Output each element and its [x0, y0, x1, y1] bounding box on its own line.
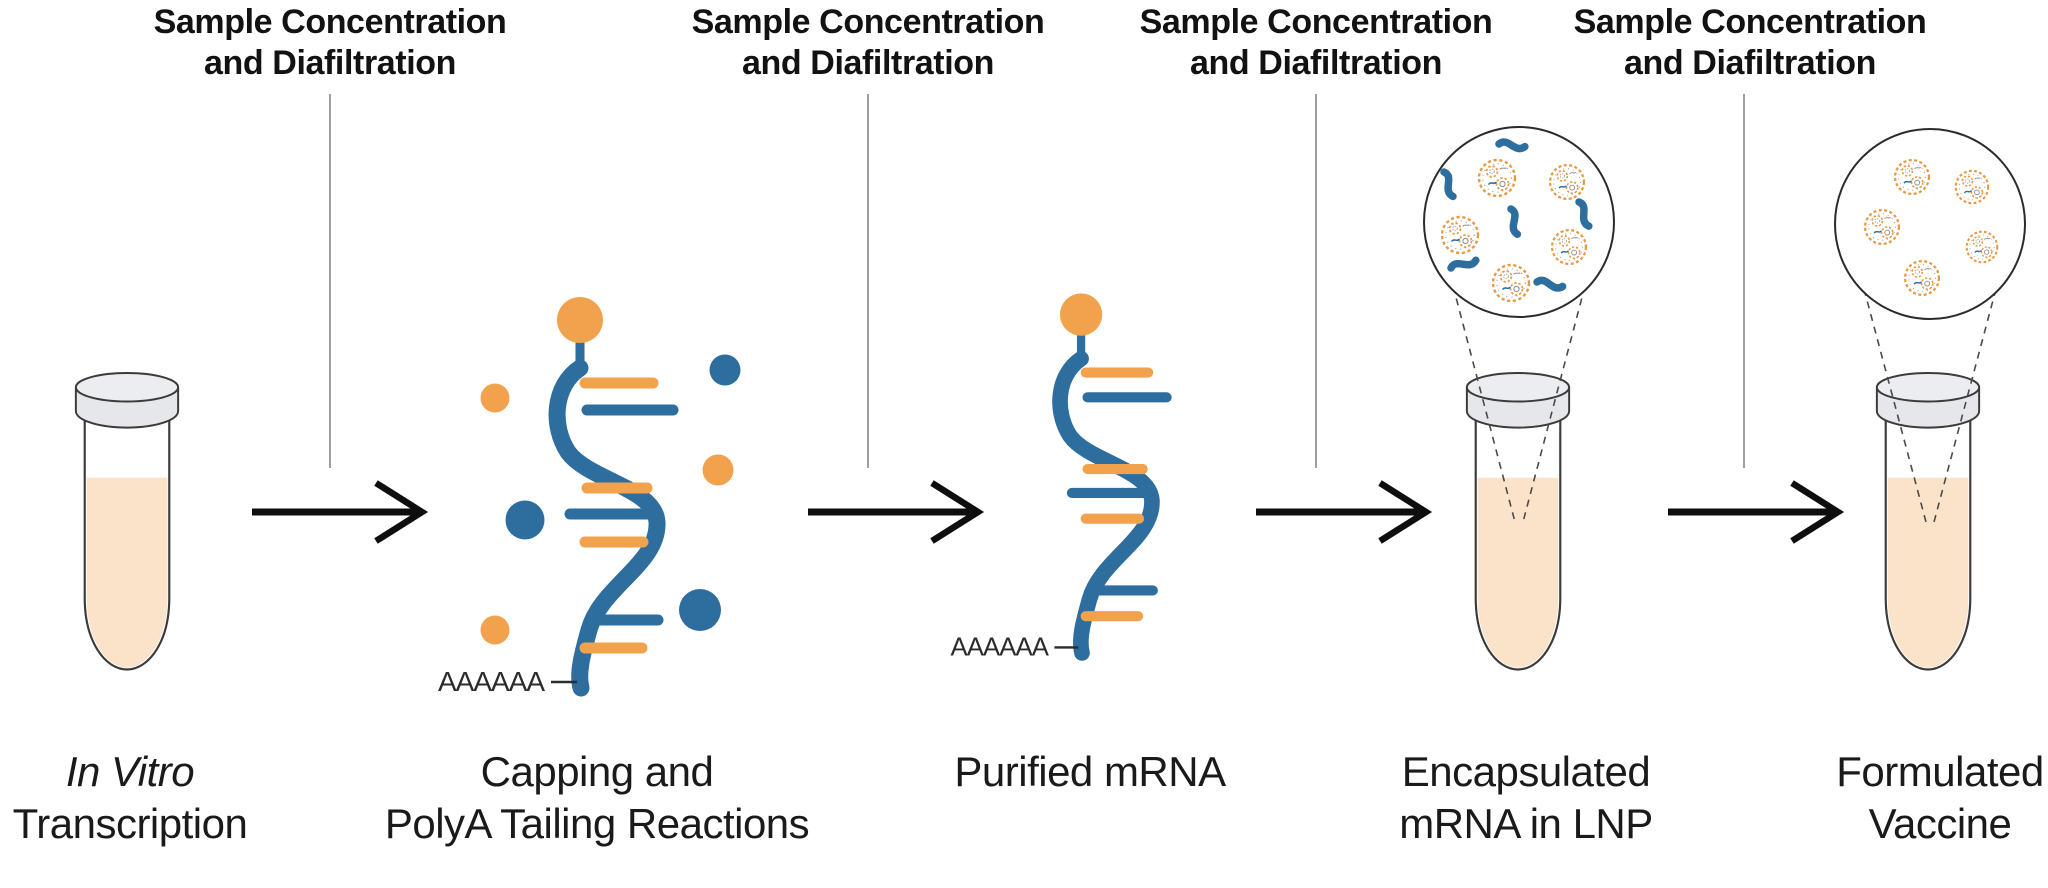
stage-label-in-vitro-transcription: In Vitro Transcription — [0, 746, 370, 850]
filtration-header-3-line1: Sample Concentration — [1139, 3, 1493, 41]
stage-label-line1: In Vitro — [65, 748, 195, 795]
mrna-strand — [548, 359, 666, 697]
lnp-magnified-view-icon — [1423, 126, 1615, 318]
stage-label-formulated-vaccine: Formulated Vaccine — [1700, 746, 2048, 850]
filtration-header-4-line2: and Diafiltration — [1624, 44, 1876, 82]
process-arrow-4 — [1664, 479, 1848, 545]
ntp-dot-orange-2 — [702, 454, 734, 486]
stage-label-line1: Formulated — [1836, 748, 2044, 795]
vaccine-magnified-view-icon — [1834, 128, 2026, 320]
ntp-dot-blue-2 — [505, 500, 545, 540]
stage-label-line2: Vaccine — [1868, 800, 2012, 847]
magnifier-cone-lines-lnp — [1452, 285, 1586, 523]
ntp-dot-blue-1 — [709, 354, 741, 386]
mrna-capping-reaction-icon: AAAAAA — [438, 297, 741, 697]
filtration-header-4-line1: Sample Concentration — [1573, 3, 1927, 41]
header-connector-line-3 — [1315, 94, 1317, 468]
magnifier-cone-lines-vaccine — [1863, 288, 1997, 523]
filtration-header-3: Sample Concentration and Diafiltration — [1086, 2, 1546, 84]
stage-label-purified-mrna: Purified mRNA — [850, 746, 1330, 798]
ntp-dot-orange-3 — [480, 615, 510, 645]
filtration-header-4: Sample Concentration and Diafiltration — [1520, 2, 1980, 84]
filtration-header-2: Sample Concentration and Diafiltration — [638, 2, 1098, 84]
stage-label-line1: Encapsulated — [1401, 748, 1651, 795]
process-arrow-3 — [1252, 479, 1436, 545]
poly-a-tail-label: AAAAAA — [951, 634, 1050, 662]
stage-label-encapsulated-mrna: Encapsulated mRNA in LNP — [1286, 746, 1766, 850]
header-connector-line-2 — [867, 94, 869, 468]
stage-label-line1: Purified mRNA — [954, 748, 1226, 795]
filtration-header-2-line1: Sample Concentration — [691, 3, 1045, 41]
five-prime-cap — [1059, 293, 1103, 336]
filtration-header-1-line1: Sample Concentration — [153, 3, 507, 41]
five-prime-cap — [557, 297, 603, 343]
filtration-header-1: Sample Concentration and Diafiltration — [100, 2, 560, 84]
header-connector-line-1 — [329, 94, 331, 468]
poly-a-tail-label: AAAAAA — [438, 666, 545, 697]
purified-mrna-icon: AAAAAA — [951, 293, 1172, 662]
stage-label-line2: Transcription — [12, 800, 248, 847]
filtration-header-2-line2: and Diafiltration — [742, 44, 994, 82]
stage-label-capping-polya: Capping and PolyA Tailing Reactions — [357, 746, 837, 850]
filtration-header-3-line2: and Diafiltration — [1190, 44, 1442, 82]
header-connector-line-4 — [1743, 94, 1745, 468]
stage-label-line2: mRNA in LNP — [1399, 800, 1653, 847]
test-tube-icon-ivt — [74, 371, 180, 671]
ntp-dot-orange-1 — [480, 383, 510, 413]
filtration-header-1-line2: and Diafiltration — [204, 44, 456, 82]
stage-label-line2: PolyA Tailing Reactions — [384, 800, 810, 847]
stage-label-line1: Capping and — [480, 748, 714, 795]
ntp-dot-blue-3 — [679, 589, 721, 631]
mrna-strand — [1052, 350, 1160, 661]
